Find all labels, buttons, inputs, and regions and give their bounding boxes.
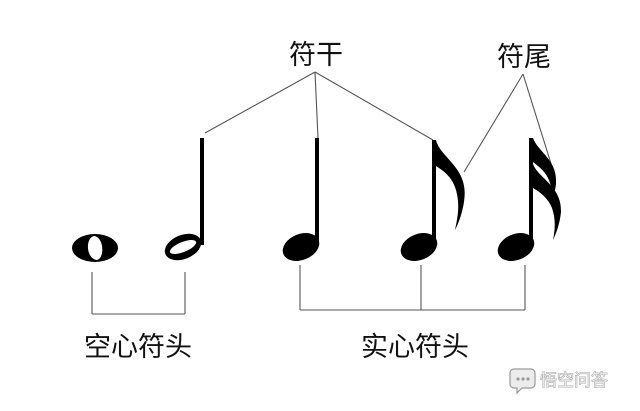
stem-leader-to-quarter-note [314, 71, 319, 139]
watermark-text: 悟空问答 [540, 371, 608, 391]
quarter-note-head [282, 233, 320, 261]
watermark: 悟空问答 [509, 368, 608, 395]
half-note-stem [200, 138, 204, 245]
stem-leader-to-eighth-note [314, 71, 434, 141]
eighth-note-stem [432, 140, 436, 244]
sixteenth-note-flag-lower [529, 164, 562, 240]
flag-label: 符尾 [497, 42, 551, 73]
sixteenth-note [497, 138, 562, 261]
hollow-head-label: 空心符头 [84, 332, 192, 363]
sixteenth-note-stem [529, 138, 533, 244]
eighth-note-flag [432, 140, 465, 230]
quarter-note [282, 138, 320, 261]
eighth-note-head [400, 233, 438, 261]
stem-leader-to-half-note [204, 71, 316, 134]
speech-bubble-icon [509, 368, 536, 395]
hollow-head-bracket [91, 272, 186, 315]
half-note [164, 138, 204, 261]
flag-leader-lines [463, 73, 554, 173]
stem-label: 符干 [289, 40, 343, 71]
flag-leader-to-sixteenth-note [522, 73, 554, 171]
solid-head-bracket [299, 265, 526, 311]
whole-note-head [72, 234, 118, 262]
eighth-note [400, 140, 465, 261]
stem-leader-lines [204, 71, 434, 141]
flag-leader-to-eighth-note [463, 73, 524, 173]
sixteenth-note-flag-upper [529, 138, 557, 202]
solid-head-label: 实心符头 [361, 332, 469, 363]
sixteenth-note-head [497, 233, 535, 261]
half-note-head [164, 233, 202, 261]
quarter-note-stem [315, 138, 319, 244]
whole-note [72, 234, 118, 262]
